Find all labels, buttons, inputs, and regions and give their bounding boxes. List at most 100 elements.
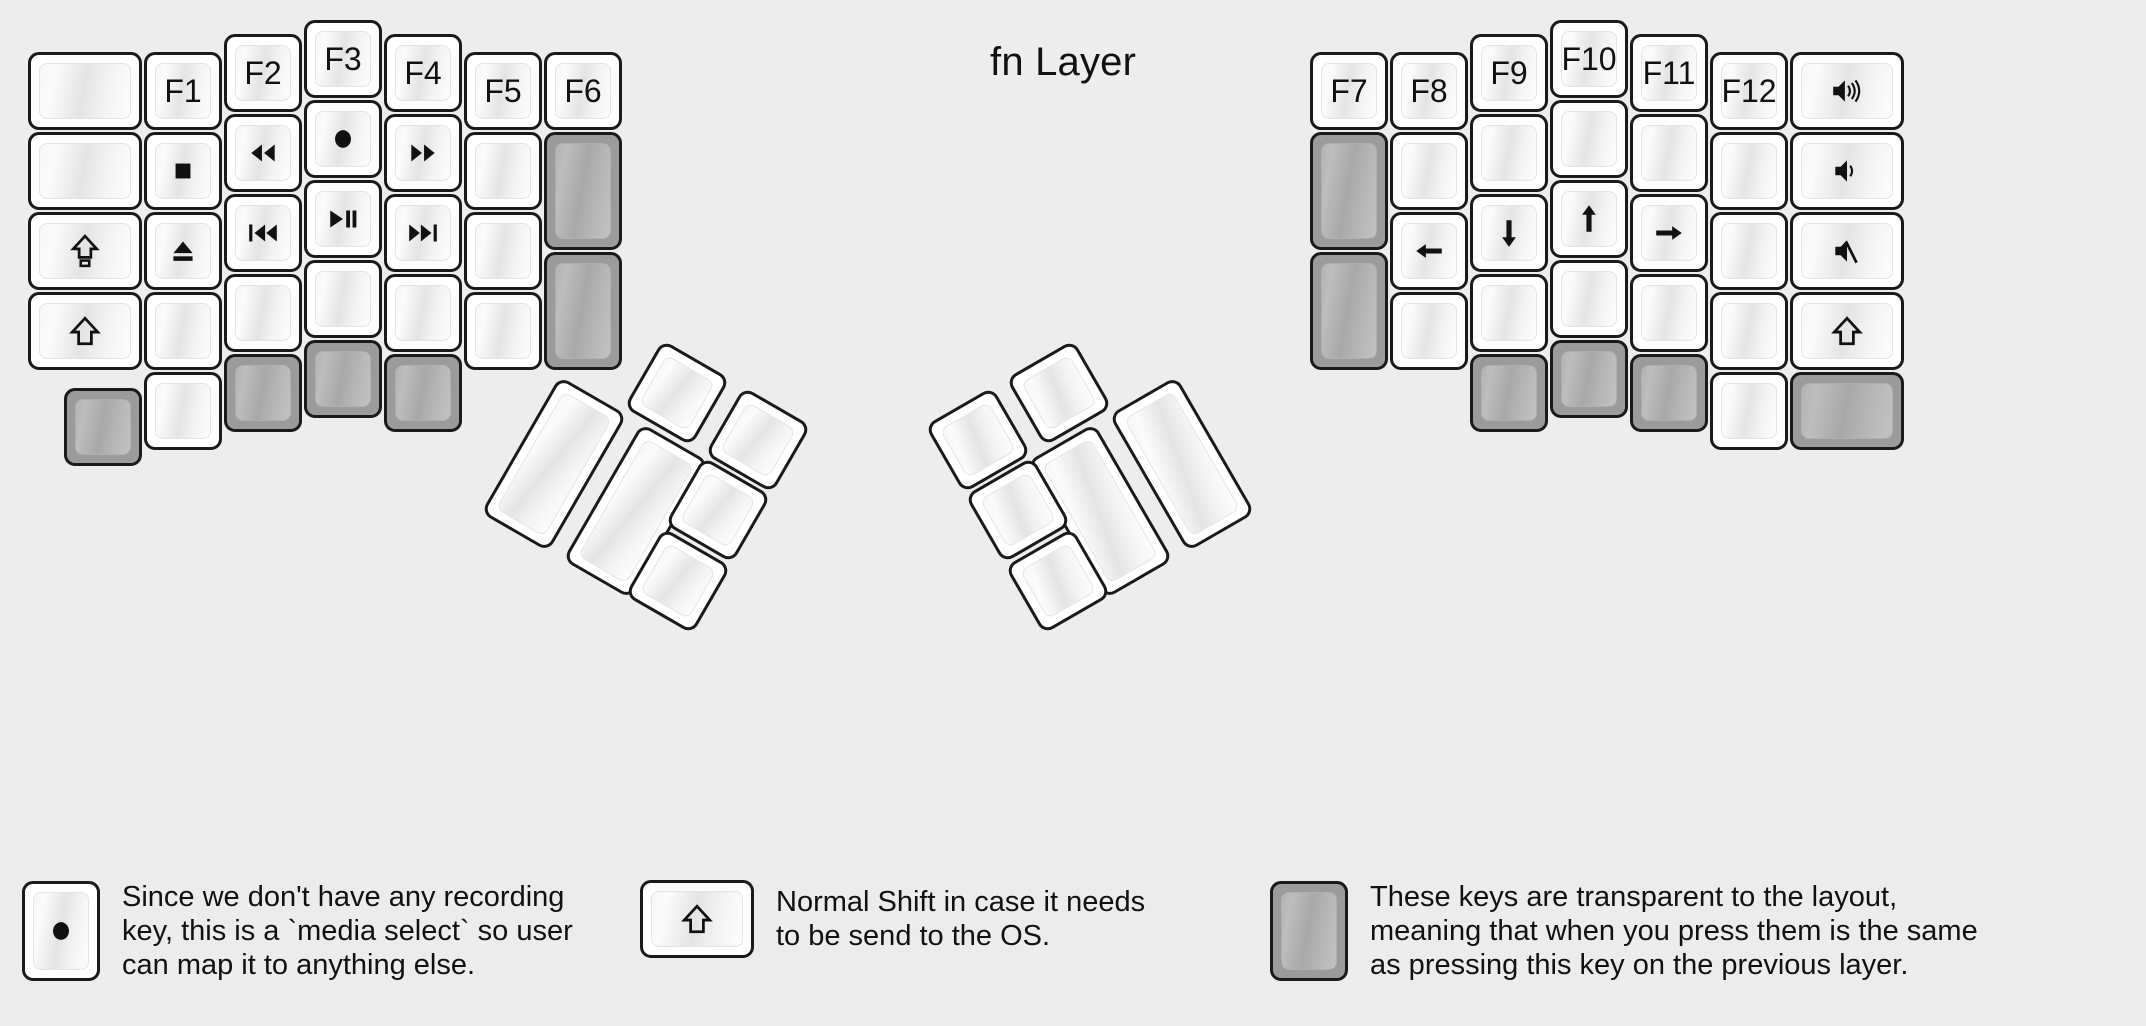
media-rewind-icon: [246, 136, 280, 170]
keycap-face: [1401, 223, 1457, 279]
keycap-face: [315, 111, 371, 167]
left-col-index-key-3-media-next-track[interactable]: [384, 194, 462, 272]
keycap-face: [475, 143, 531, 199]
keycap-face: [1561, 271, 1617, 327]
left-col-middle-key-3-media-play-pause[interactable]: [304, 180, 382, 258]
right-col-middle-key-4[interactable]: [1550, 260, 1628, 338]
right-col-middle-key-3-arrow-up[interactable]: [1550, 180, 1628, 258]
left-col-pinky-key-2-media-stop[interactable]: [144, 132, 222, 210]
left-col-index-inner-key-1-f5[interactable]: F5: [464, 52, 542, 130]
right-col-index-key-5[interactable]: [1470, 354, 1548, 432]
left-col-ring-key-3-media-prev-track[interactable]: [224, 194, 302, 272]
left-col-middle-key-2-media-record[interactable]: [304, 100, 382, 178]
left-col-index-inner-key-2[interactable]: [464, 132, 542, 210]
media-prev-track-icon: [246, 216, 280, 250]
left-col-index-key-1-f4[interactable]: F4: [384, 34, 462, 112]
right-col-pinky-outer-key-3-volume-mute[interactable]: [1790, 212, 1904, 290]
left-col-ring-key-4[interactable]: [224, 274, 302, 352]
right-col-pinky-key-2[interactable]: [1710, 132, 1788, 210]
left-col-pinky-key-5[interactable]: [144, 372, 222, 450]
media-record-icon: [44, 914, 78, 948]
left-left-bottom-transparent[interactable]: [64, 388, 142, 466]
right-col-pinky-key-4[interactable]: [1710, 292, 1788, 370]
left-col-inner-key-3[interactable]: [544, 252, 622, 370]
left-col-index-key-2-media-fast-forward[interactable]: [384, 114, 462, 192]
right-col-pinky-outer-key-4-shift-arrow[interactable]: [1790, 292, 1904, 370]
keycap-face: [1801, 223, 1893, 279]
key-label: F10: [1561, 41, 1617, 77]
legend-transparent-keycap[interactable]: [1270, 881, 1348, 982]
left-col-index-inner-key-4[interactable]: [464, 292, 542, 370]
right-col-ring-key-1-f11[interactable]: F11: [1630, 34, 1708, 112]
keycap-face: [39, 63, 131, 119]
left-col-index-key-4[interactable]: [384, 274, 462, 352]
shift-arrow-icon: [680, 902, 714, 936]
right-col-inner-key-2[interactable]: [1310, 132, 1388, 250]
left-col-pinky-key-3-media-eject[interactable]: [144, 212, 222, 290]
right-col-pinky-outer-key-1-volume-up[interactable]: [1790, 52, 1904, 130]
right-col-ring-key-2[interactable]: [1630, 114, 1708, 192]
left-col-pinky-key-4[interactable]: [144, 292, 222, 370]
arrow-up-icon: [1572, 202, 1606, 236]
keycap-face: [939, 401, 1017, 479]
keycap-face: [1801, 383, 1893, 439]
legend-media-select-keycap[interactable]: [22, 881, 100, 982]
right-col-index-key-3-arrow-down[interactable]: [1470, 194, 1548, 272]
keycap-face: [1481, 285, 1537, 341]
left-col-middle-key-4[interactable]: [304, 260, 382, 338]
left-col-inner-key-1-f6[interactable]: F6: [544, 52, 622, 130]
key-label: F7: [1330, 73, 1368, 109]
right-col-inner-key-1-f7[interactable]: F7: [1310, 52, 1388, 130]
keycap-face: [1721, 303, 1777, 359]
left-col-middle-key-1-f3[interactable]: F3: [304, 20, 382, 98]
key-label: F12: [1721, 73, 1777, 109]
right-col-index-key-2[interactable]: [1470, 114, 1548, 192]
right-col-index-inner-key-2[interactable]: [1390, 132, 1468, 210]
keycap-face: [1721, 383, 1777, 439]
right-col-index-inner-key-1-f8[interactable]: F8: [1390, 52, 1468, 130]
keycap-face: [395, 205, 451, 261]
right-col-pinky-outer-key-2-volume-down[interactable]: [1790, 132, 1904, 210]
left-col-pinky-key-1-f1[interactable]: F1: [144, 52, 222, 130]
left-col-pinky-outer-key-3-shift-lock-arrow[interactable]: [28, 212, 142, 290]
left-col-index-key-5[interactable]: [384, 354, 462, 432]
right-col-pinky-key-5[interactable]: [1710, 372, 1788, 450]
right-col-index-key-4[interactable]: [1470, 274, 1548, 352]
left-col-ring-key-5[interactable]: [224, 354, 302, 432]
right-col-index-key-1-f9[interactable]: F9: [1470, 34, 1548, 112]
legend-media-select-text: Since we don't have any recording key, t…: [122, 881, 573, 982]
right-col-middle-key-1-f10[interactable]: F10: [1550, 20, 1628, 98]
right-col-index-inner-key-3-arrow-left[interactable]: [1390, 212, 1468, 290]
right-col-middle-key-5[interactable]: [1550, 340, 1628, 418]
left-col-ring-key-2-media-rewind[interactable]: [224, 114, 302, 192]
right-col-inner-key-3[interactable]: [1310, 252, 1388, 370]
keycap-face: [395, 285, 451, 341]
volume-up-icon: [1830, 74, 1864, 108]
right-col-middle-key-2[interactable]: [1550, 100, 1628, 178]
right-col-pinky-key-1-f12[interactable]: F12: [1710, 52, 1788, 130]
right-col-ring-key-3-arrow-right[interactable]: [1630, 194, 1708, 272]
left-col-pinky-outer-key-2[interactable]: [28, 132, 142, 210]
left-col-middle-key-5[interactable]: [304, 340, 382, 418]
keycap-face: F11: [1641, 45, 1697, 101]
media-eject-icon: [166, 234, 200, 268]
keycap-face: [395, 365, 451, 421]
left-col-ring-key-1-f2[interactable]: F2: [224, 34, 302, 112]
keycap-face: [1281, 892, 1337, 971]
media-next-track-icon: [406, 216, 440, 250]
right-col-pinky-key-3[interactable]: [1710, 212, 1788, 290]
right-col-ring-key-4[interactable]: [1630, 274, 1708, 352]
left-col-inner-key-2[interactable]: [544, 132, 622, 250]
legend-normal-shift-sample-key: [640, 880, 754, 958]
right-col-index-inner-key-4[interactable]: [1390, 292, 1468, 370]
right-col-pinky-outer-key-5[interactable]: [1790, 372, 1904, 450]
media-play-pause-icon: [326, 202, 360, 236]
left-col-pinky-outer-key-1[interactable]: [28, 52, 142, 130]
keycap-face: [1641, 365, 1697, 421]
key-label: F4: [404, 55, 442, 91]
legend-normal-shift-keycap[interactable]: [640, 880, 754, 958]
right-col-ring-key-5[interactable]: [1630, 354, 1708, 432]
key-label: F6: [564, 73, 602, 109]
left-col-index-inner-key-3[interactable]: [464, 212, 542, 290]
left-col-pinky-outer-key-4-shift-arrow[interactable]: [28, 292, 142, 370]
